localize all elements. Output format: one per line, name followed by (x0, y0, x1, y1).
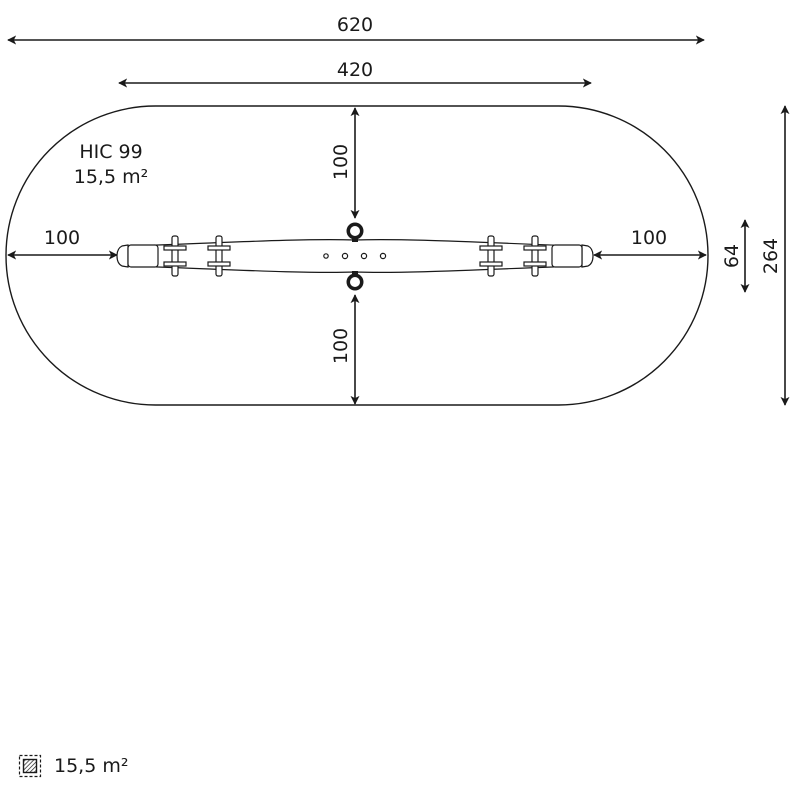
seesaw-equipment (116, 235, 594, 277)
pivot-bolt (323, 253, 329, 259)
pivot-support-bottom (346, 271, 364, 291)
bottom-clearance-label: 100 (330, 328, 352, 364)
equipment-width-label: 64 (721, 244, 743, 268)
zone-area-label: 15,5 m² (74, 166, 148, 188)
left-handle-inner-grip-lower (207, 261, 231, 267)
right-handle-outer-grip (523, 245, 547, 251)
left-seat-bumper (116, 244, 129, 268)
safety-surface-hatch-icon (18, 754, 42, 778)
right-handle-inner-grip-lower (479, 261, 503, 267)
pivot-support-top (346, 222, 364, 242)
legend-area-label: 15,5 m² (54, 755, 129, 777)
overall-width-label: 264 (760, 238, 782, 274)
pivot-bolt (360, 252, 368, 260)
right-handle-outer-grip-lower (523, 261, 547, 267)
overall-length-label: 620 (337, 14, 373, 36)
left-handle-outer-grip-lower (163, 261, 187, 267)
right-seat-bumper (581, 244, 594, 268)
left-clearance-label: 100 (44, 227, 80, 249)
left-handle-inner (215, 235, 223, 277)
left-handle-outer (171, 235, 179, 277)
left-seat (127, 244, 159, 268)
right-handle-outer (531, 235, 539, 277)
right-clearance-label: 100 (631, 227, 667, 249)
right-seat (551, 244, 583, 268)
hic-label: HIC 99 (79, 141, 142, 163)
left-handle-inner-grip (207, 245, 231, 251)
equipment-length-label: 420 (337, 59, 373, 81)
right-handle-inner-grip (479, 245, 503, 251)
seesaw-beam (127, 239, 583, 273)
top-clearance-label: 100 (330, 144, 352, 180)
left-handle-outer-grip (163, 245, 187, 251)
pivot-bolt (341, 252, 349, 260)
pivot-bolt (379, 252, 387, 260)
right-handle-inner (487, 235, 495, 277)
safety-zone-outline (5, 105, 709, 406)
legend: 15,5 m² (18, 752, 128, 780)
